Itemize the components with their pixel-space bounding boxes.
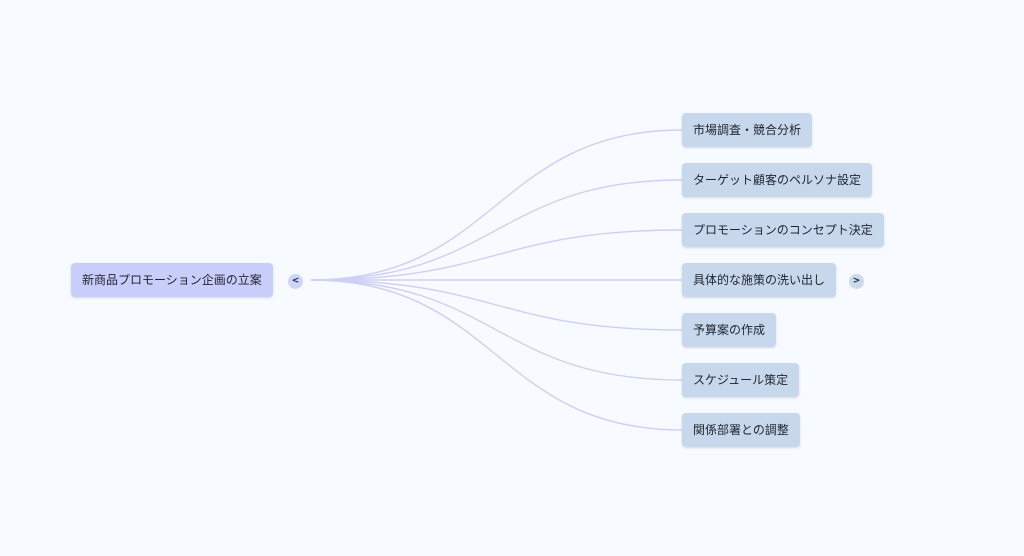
chevron-right-icon: > [852,276,861,286]
edge-root-to-child-0 [310,129,683,281]
child-node-schedule[interactable]: スケジュール策定 [682,363,800,397]
edge-root-to-child-4 [310,279,683,331]
chevron-left-icon: < [291,276,300,286]
child-node-concept[interactable]: プロモーションのコンセプト決定 [682,213,884,247]
child-node-label: スケジュール策定 [693,373,789,387]
edge-root-to-child-5 [310,279,683,381]
child-node-label: 市場調査・競合分析 [693,123,802,137]
root-collapse-toggle[interactable]: < [288,274,303,289]
edge-root-to-child-2 [310,229,683,281]
child-node-label: 具体的な施策の洗い出し [693,273,826,287]
child-node-label: プロモーションのコンセプト決定 [693,223,873,237]
child-node-label: 関係部署との調整 [693,423,789,437]
measures-expand-toggle[interactable]: > [849,274,864,289]
child-node-label: 予算案の作成 [693,323,766,337]
root-node-label: 新商品プロモーション企画の立案 [82,273,262,287]
child-node-budget[interactable]: 予算案の作成 [682,313,777,347]
child-node-coordination[interactable]: 関係部署との調整 [682,413,800,447]
edge-root-to-child-1 [310,179,683,281]
child-node-persona[interactable]: ターゲット顧客のペルソナ設定 [682,163,873,197]
child-node-market-research[interactable]: 市場調査・競合分析 [682,113,813,147]
child-node-label: ターゲット顧客のペルソナ設定 [693,173,862,187]
child-node-measures[interactable]: 具体的な施策の洗い出し [682,263,837,297]
edge-root-to-child-6 [310,279,683,431]
root-node[interactable]: 新商品プロモーション企画の立案 [71,263,273,297]
